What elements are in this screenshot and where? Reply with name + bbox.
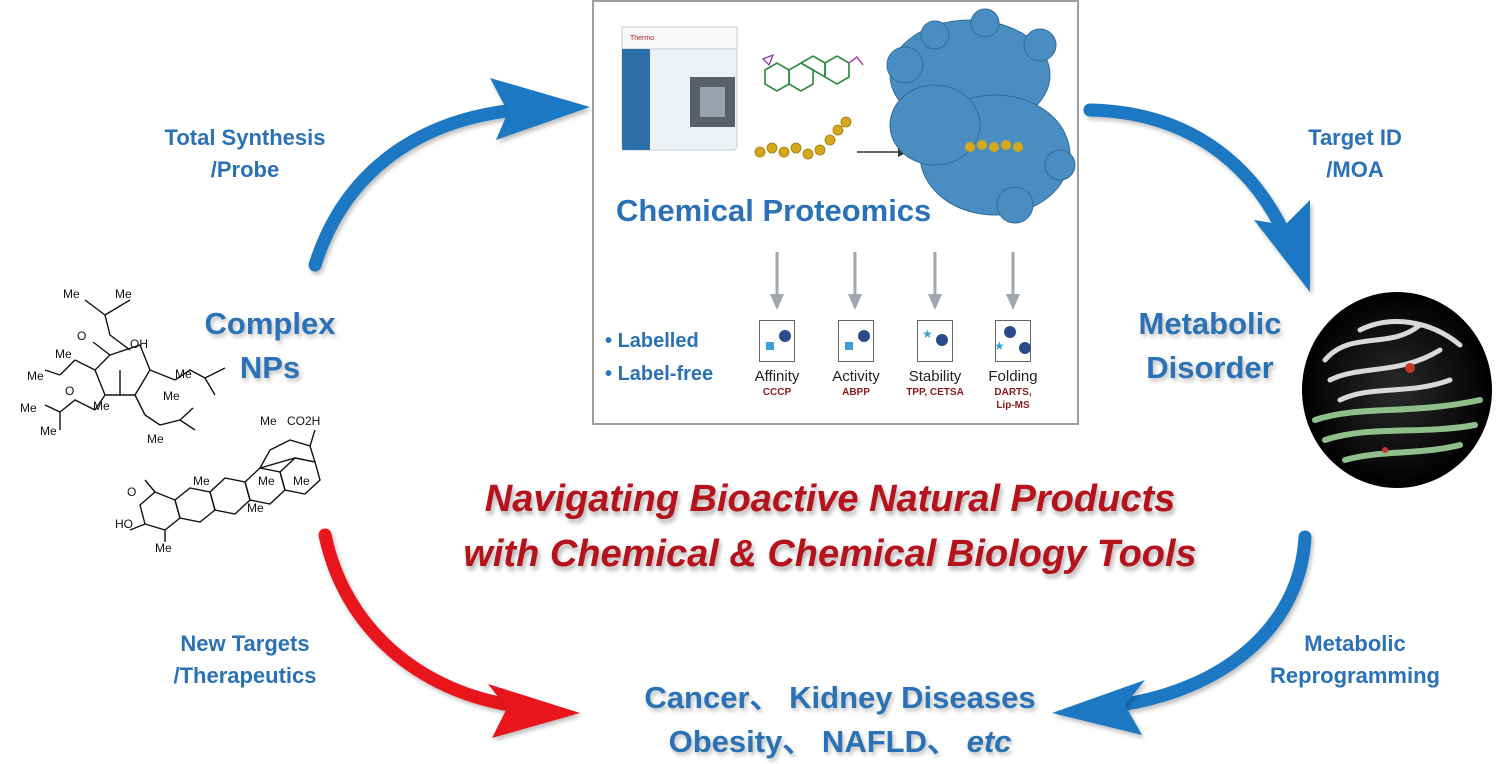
me-label-2: Me [115, 287, 132, 301]
node-complex-nps: Complex NPs [204, 306, 336, 385]
arrow-reprogramming-head [1052, 680, 1145, 735]
me-label-6: Me [163, 389, 180, 403]
me-label-8: Me [20, 401, 37, 415]
arrow-new-targets [318, 528, 517, 712]
activity-icon [838, 320, 874, 362]
affinity-icon [759, 320, 795, 362]
method-activity: Activity ABPP [811, 320, 901, 399]
me-label-4: Me [27, 369, 44, 383]
svg-text:★: ★ [994, 339, 1005, 353]
co2h-label: CO2H [287, 414, 320, 428]
svg-text:★: ★ [922, 327, 933, 341]
me-label-1: Me [63, 287, 80, 301]
arrow-synthesis [308, 103, 522, 272]
oh-label: OH [130, 337, 148, 351]
o-label-1: O [77, 329, 86, 343]
me-label-16: Me [155, 541, 172, 555]
ligand-illustration [754, 116, 908, 160]
node-metabolic-disorder: Metabolic Disorder [1138, 306, 1282, 385]
me-label-12: Me [193, 474, 210, 488]
method-folding: Folding DARTS, Lip-MS [968, 320, 1058, 412]
me-label-10: Me [40, 424, 57, 438]
arrow-target-id [1083, 103, 1292, 242]
diseases-list: Cancer、 Kidney Diseases Obesity、 NAFLD、 … [560, 676, 1120, 764]
protein-surface-illustration [886, 8, 1076, 224]
arrow-reprogramming [1113, 530, 1312, 712]
protein-structure-sphere [1302, 292, 1492, 488]
method-arrows [770, 252, 1020, 310]
arrow-new-targets-head [488, 684, 580, 738]
bullet-label-free: • Label-free [605, 363, 714, 385]
arrow-target-id-head [1254, 200, 1310, 292]
me-label-9: Me [147, 432, 164, 446]
method-affinity: Affinity CCCP [732, 320, 822, 399]
me-label-5: Me [175, 367, 192, 381]
me-label-14: Me [293, 474, 310, 488]
me-label-13: Me [258, 474, 275, 488]
svg-text:Thermo: Thermo [630, 35, 654, 42]
arrow-synthesis-head [490, 78, 590, 140]
probe-molecule-illustration [761, 53, 864, 92]
label-target-id: Target ID /MOA [1308, 125, 1402, 182]
mass-spectrometer-illustration: Thermo [621, 26, 738, 151]
o-label-3: O [127, 485, 136, 499]
natural-product-structures: Me Me OH Me O Me Me Me O Me Me Me Me Me … [20, 287, 321, 555]
bullet-labelled: • Labelled [605, 330, 699, 352]
diseases-line2: Obesity、 NAFLD、 etc [668, 724, 1012, 759]
proteomics-bullets: • Labelled • Label-free [605, 325, 713, 391]
ho-label: HO [115, 517, 133, 531]
me-label-3: Me [55, 347, 72, 361]
chemical-proteomics-title: Chemical Proteomics [616, 193, 932, 228]
me-label-11: Me [260, 414, 277, 428]
me-label-15: Me [247, 501, 264, 515]
label-metabolic-reprogramming: Metabolic Reprogramming [1270, 631, 1440, 688]
label-total-synthesis: Total Synthesis /Probe [164, 125, 326, 182]
o-label-2: O [65, 384, 74, 398]
label-new-targets: New Targets /Therapeutics [173, 631, 317, 688]
headline: Navigating Bioactive Natural Products wi… [463, 478, 1197, 575]
method-icon-glyphs: ★ ★ [766, 326, 1031, 354]
me-label-7: Me [93, 399, 110, 413]
method-stability: Stability TPP, CETSA [890, 320, 980, 399]
